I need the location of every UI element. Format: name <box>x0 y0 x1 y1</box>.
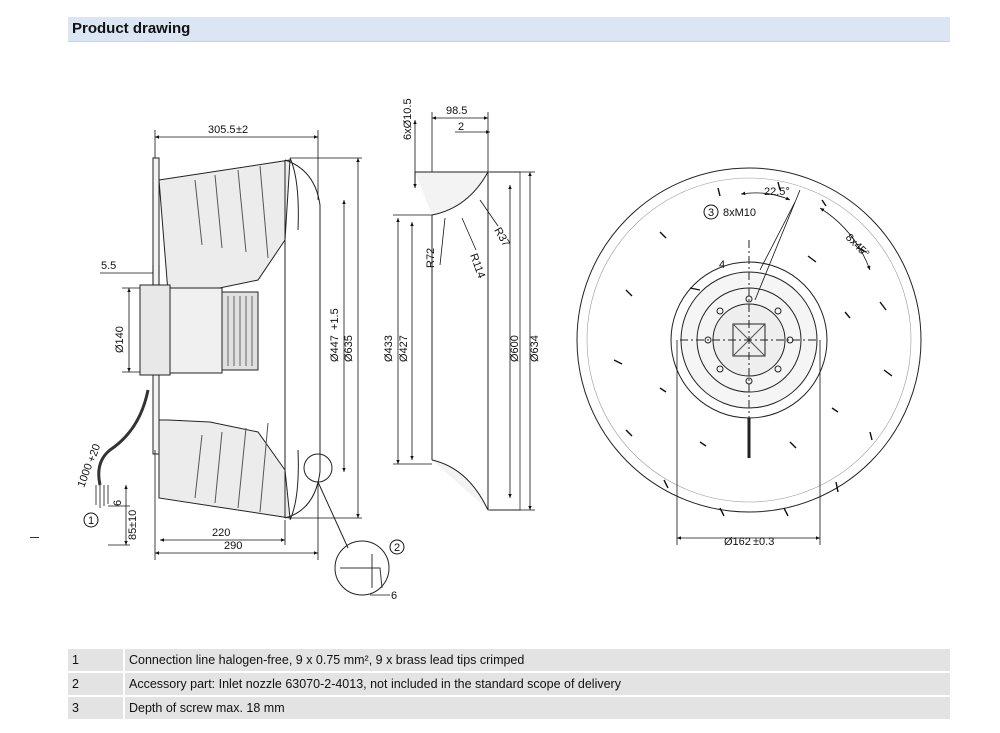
note-number: 1 <box>72 653 79 667</box>
dim-r72: R72 <box>425 248 437 268</box>
dim-screws: 8xM10 <box>723 207 756 219</box>
dim-cable-length: 1000 <box>76 462 96 489</box>
dim-d600: Ø600 <box>509 335 521 362</box>
dim-2: 2 <box>458 121 464 133</box>
margin-mark <box>30 537 39 538</box>
dim-d162-tol: ±0.3 <box>753 536 774 548</box>
notes-table: 1 Connection line halogen-free, 9 x 0.75… <box>68 649 950 721</box>
dim-holes: 6xØ10.5 <box>402 98 414 140</box>
dim-6b: 6 <box>391 590 397 602</box>
note-number: 2 <box>72 677 79 691</box>
dim-d447: Ø447 <box>329 335 341 362</box>
dim-290: 290 <box>224 540 242 552</box>
note-number: 3 <box>72 701 79 715</box>
note-text: Accessory part: Inlet nozzle 63070-2-401… <box>123 673 950 695</box>
callout-2: 2 <box>394 542 400 554</box>
note-row: 1 Connection line halogen-free, 9 x 0.75… <box>68 649 950 671</box>
side-view <box>95 157 390 596</box>
nozzle-labels: 6xØ10.5 98.5 2 R37 R114 R72 Ø433 Ø427 Ø6… <box>383 98 541 362</box>
note-row: 3 Depth of screw max. 18 mm <box>68 697 950 719</box>
dim-d140: Ø140 <box>114 326 126 353</box>
dim-r114: R114 <box>467 252 487 280</box>
dim-d447-tol: +1.5 <box>329 308 341 330</box>
dim-overall-depth: 305.5 <box>208 124 236 136</box>
dim-d427: Ø427 <box>398 335 410 362</box>
dim-98-5: 98.5 <box>446 105 467 117</box>
technical-drawing: 305.5 ±2 5.5 Ø140 Ø447 +1.5 Ø635 1000 +2… <box>0 40 1000 640</box>
dim-d635: Ø635 <box>343 335 355 362</box>
dim-5-5: 5.5 <box>101 260 116 272</box>
dim-d433: Ø433 <box>383 335 395 362</box>
nozzle-section <box>414 171 521 511</box>
note-text: Depth of screw max. 18 mm <box>123 697 950 719</box>
note-row: 2 Accessory part: Inlet nozzle 63070-2-4… <box>68 673 950 695</box>
callout-3: 3 <box>708 207 714 219</box>
dim-85: 85 <box>127 528 139 540</box>
callout-1: 1 <box>88 515 94 527</box>
dim-d634: Ø634 <box>529 335 541 362</box>
dim-r37: R37 <box>491 226 511 249</box>
section-title: Product drawing <box>72 20 191 37</box>
blade-marks <box>613 181 893 517</box>
dim-6: 6 <box>112 500 124 506</box>
dim-angle-8x45: 8x45° <box>843 232 871 260</box>
front-view <box>576 167 922 513</box>
dim-overall-depth-tol: ±2 <box>236 124 248 136</box>
dim-d162: Ø162 <box>724 536 751 548</box>
drawing-canvas: 305.5 ±2 5.5 Ø140 Ø447 +1.5 Ø635 1000 +2… <box>76 98 922 602</box>
dim-85-tol: ±10 <box>127 510 139 528</box>
note-text: Connection line halogen-free, 9 x 0.75 m… <box>123 649 950 671</box>
callout-4: 4 <box>719 259 725 271</box>
dim-angle-22-5: 22.5° <box>764 186 790 198</box>
dim-220: 220 <box>212 527 230 539</box>
section-header: Product drawing <box>68 17 950 42</box>
